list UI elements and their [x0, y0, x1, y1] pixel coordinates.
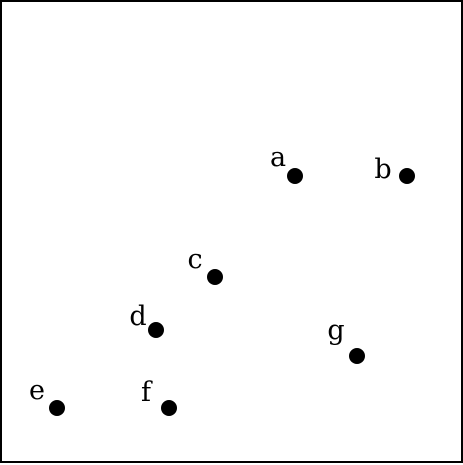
point-a-label: a	[270, 142, 286, 173]
point-g-label: g	[327, 315, 344, 346]
point-b-dot	[399, 168, 415, 184]
point-c: c	[187, 244, 223, 285]
point-b-label: b	[374, 154, 391, 185]
point-d: d	[129, 301, 164, 338]
point-c-label: c	[187, 244, 202, 275]
point-g-dot	[349, 348, 365, 364]
point-e-label: e	[29, 375, 45, 406]
point-f: f	[141, 377, 177, 416]
point-e: e	[29, 375, 65, 416]
point-d-dot	[148, 322, 164, 338]
point-f-dot	[161, 400, 177, 416]
point-f-label: f	[141, 377, 153, 408]
point-a: a	[270, 142, 303, 184]
point-g: g	[327, 315, 365, 364]
point-a-dot	[287, 168, 303, 184]
point-e-dot	[49, 400, 65, 416]
point-d-label: d	[129, 301, 146, 332]
point-c-dot	[207, 269, 223, 285]
point-b: b	[374, 154, 415, 185]
